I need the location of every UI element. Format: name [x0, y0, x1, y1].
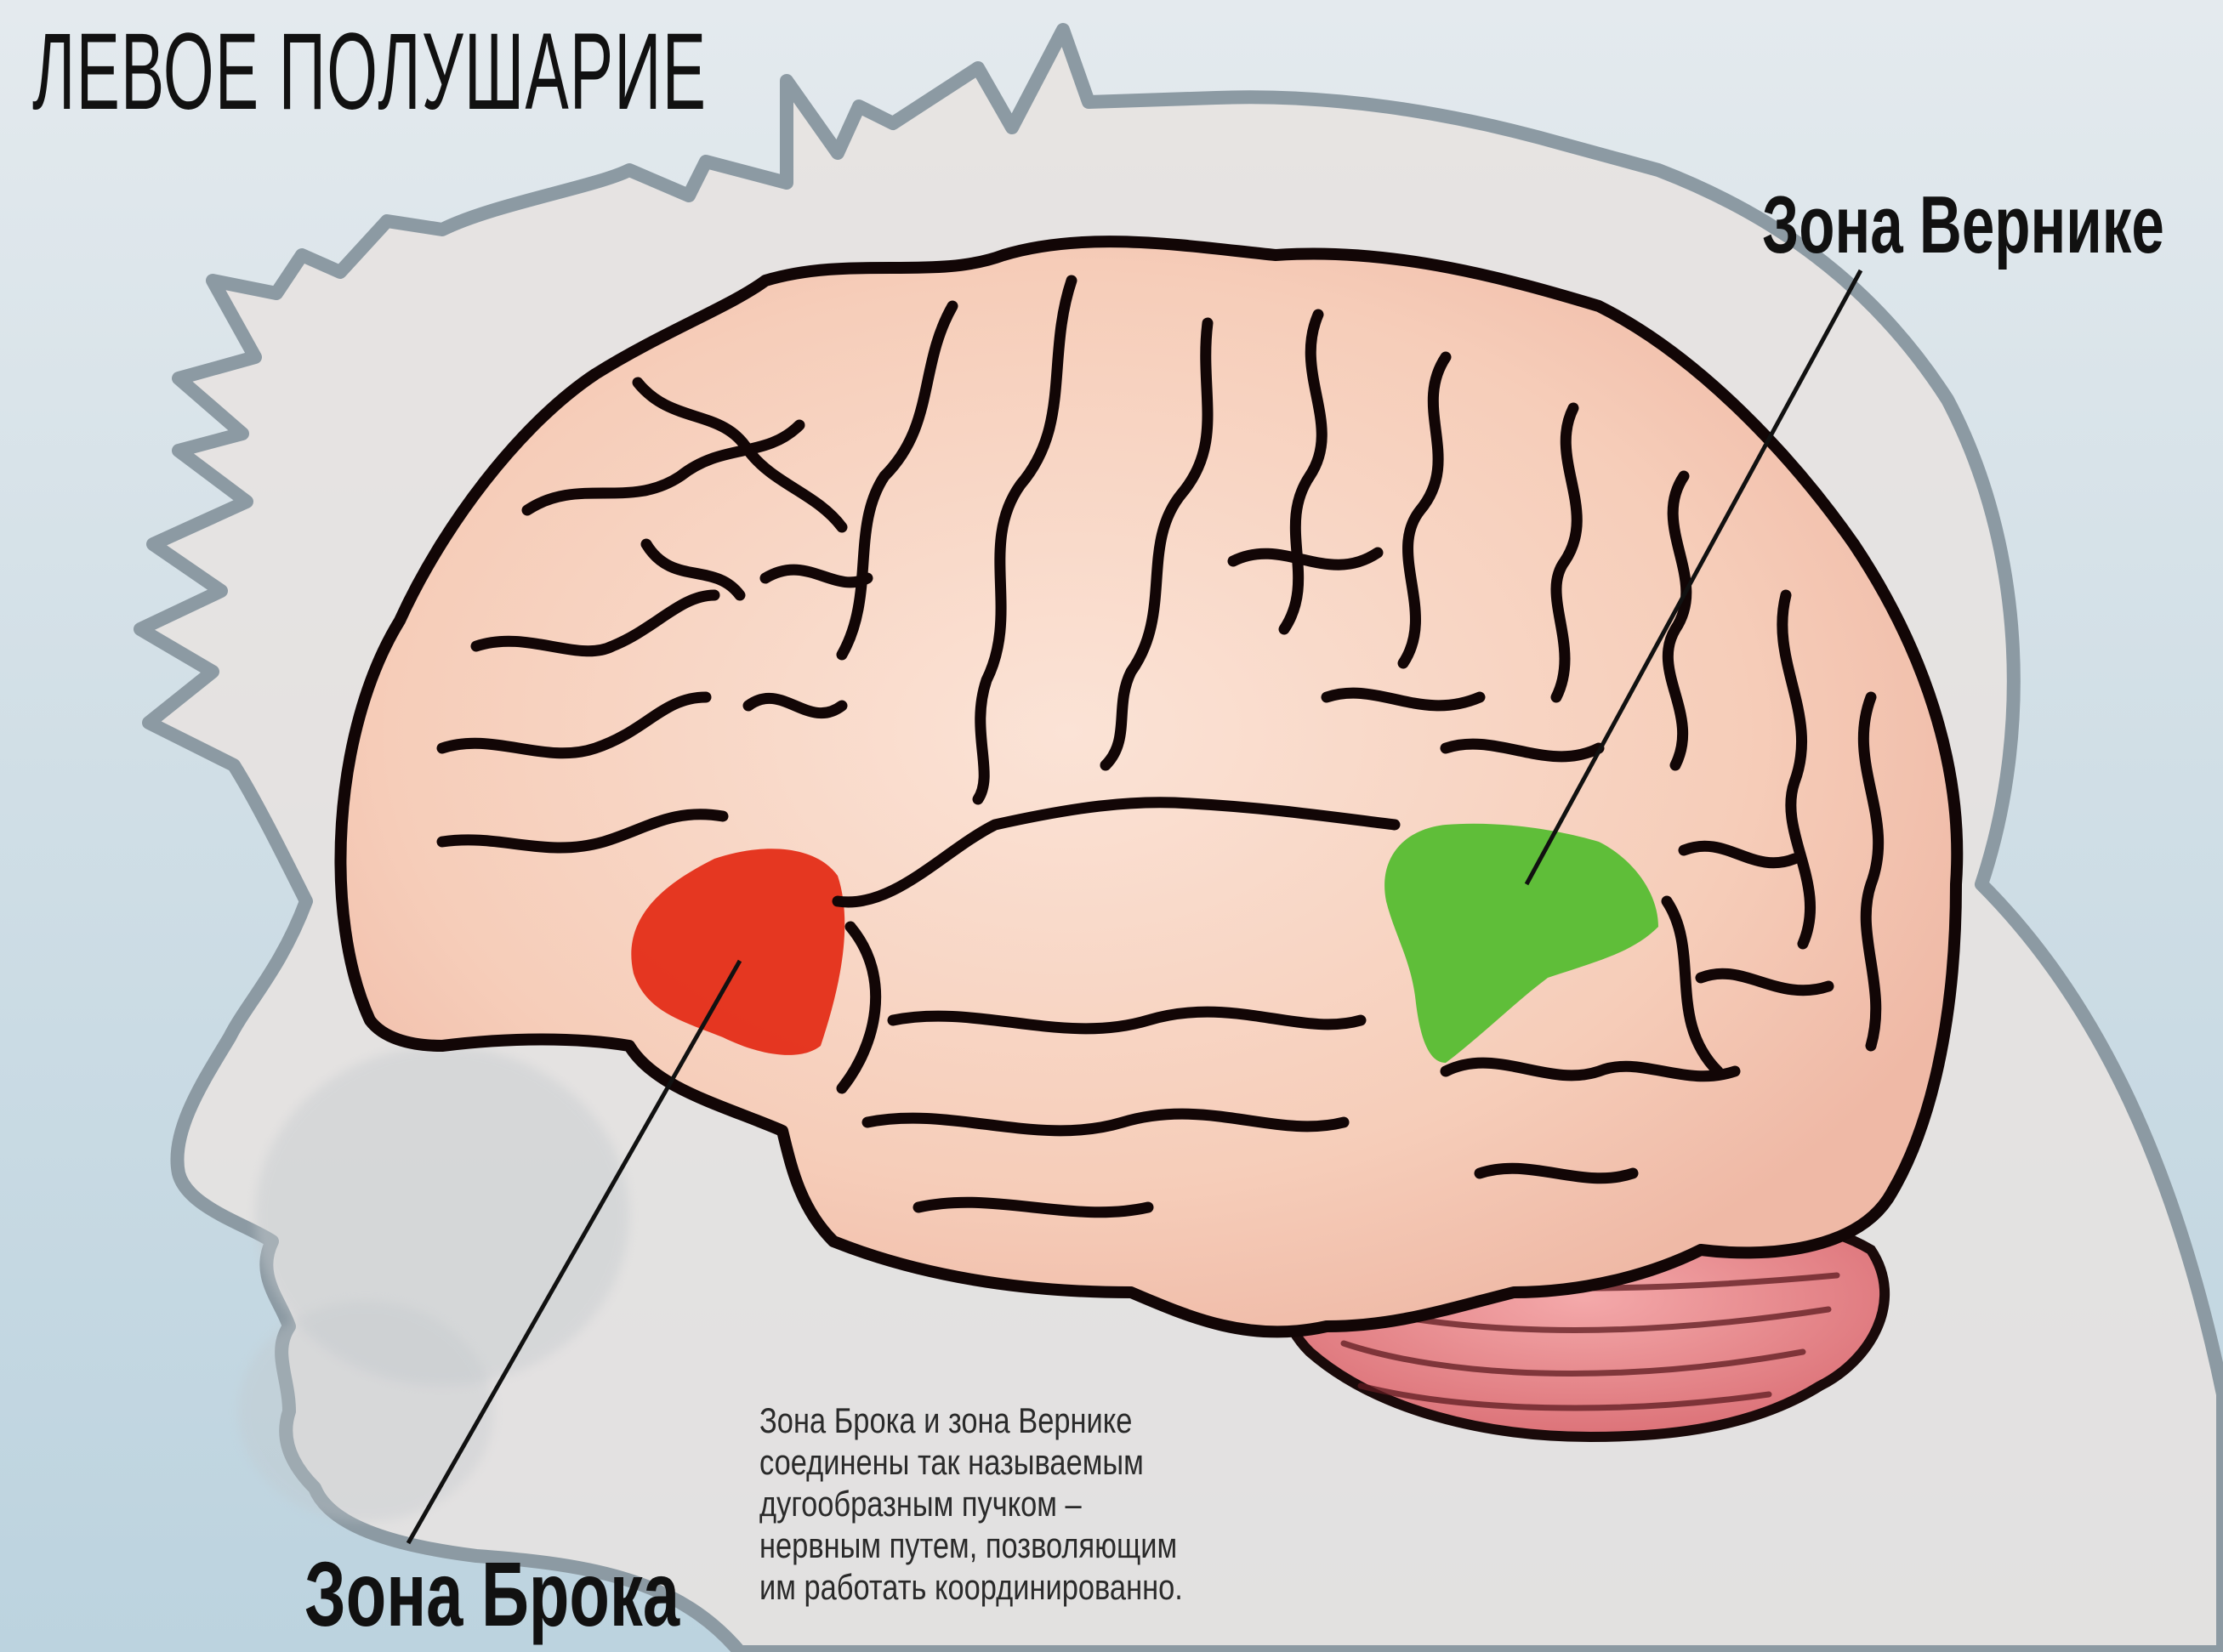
- nose-shadow: [238, 1301, 493, 1522]
- caption-text: Зона Брока и зона Вернике соединены так …: [759, 1399, 1289, 1608]
- broca-label: Зона Брока: [304, 1539, 679, 1649]
- caption-line: Зона Брока и зона Вернике: [759, 1399, 1289, 1441]
- caption-line: дугообразным пучком –: [759, 1483, 1289, 1524]
- caption-line: им работать координированно.: [759, 1566, 1289, 1608]
- diagram-title: ЛЕВОЕ ПОЛУШАРИЕ: [32, 9, 707, 136]
- caption-line: соединены так называемым: [759, 1441, 1289, 1483]
- caption-line: нервным путем, позволяющим: [759, 1524, 1289, 1566]
- wernicke-label: Зона Вернике: [1762, 174, 2164, 276]
